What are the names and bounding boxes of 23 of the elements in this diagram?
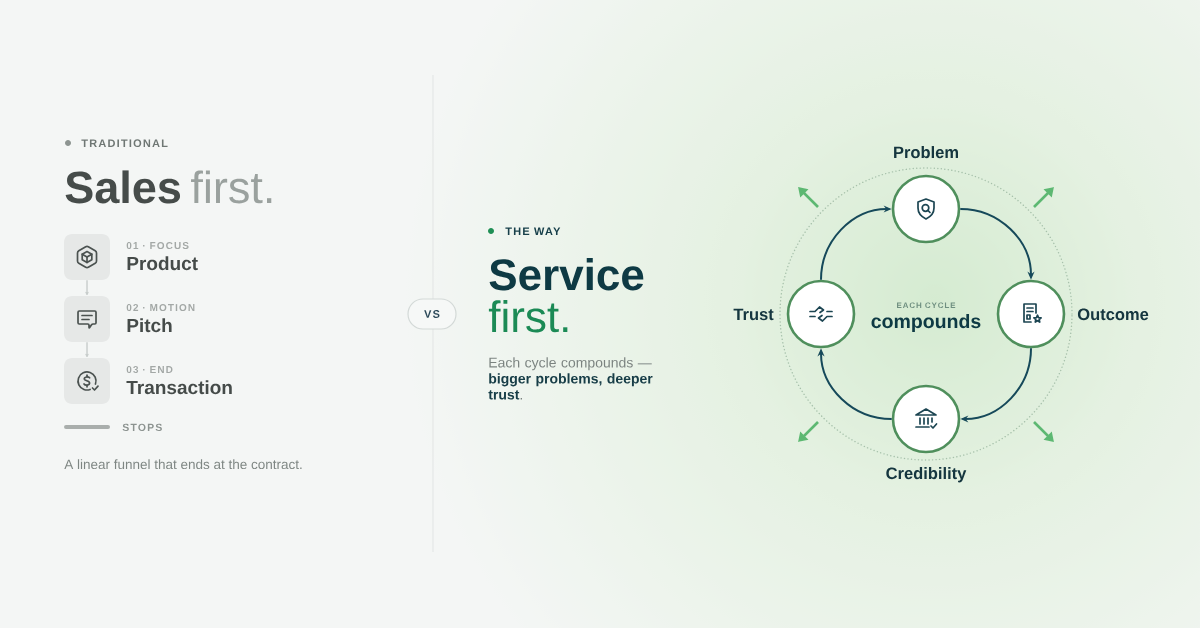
- heading: Service: [489, 258, 644, 291]
- heading: first.: [191, 170, 272, 204]
- step-number: 03 · END: [126, 366, 173, 374]
- description: A linear funnel that ends at the contract.: [64, 459, 302, 470]
- center-caption: EACH CYCLE: [897, 302, 956, 309]
- stage-label: Trust: [733, 308, 774, 321]
- heading: Sales: [65, 170, 181, 204]
- center-title: compounds: [871, 313, 981, 333]
- arrow: [85, 341, 89, 358]
- description: Each cycle compounds — bigger problems, deeper trust.: [488, 357, 653, 400]
- stop-label: STOPS: [122, 423, 162, 432]
- step-number: 02 · MOTION: [126, 304, 195, 312]
- stage-label: Outcome: [1077, 308, 1149, 321]
- eyebrow-label: TRADITIONAL: [81, 139, 168, 148]
- arrow: [85, 279, 89, 296]
- step-number: 01 · FOCUS: [126, 242, 189, 250]
- step-name: Pitch: [127, 318, 172, 333]
- stage-label: Credibility: [886, 467, 967, 483]
- step-name: Transaction: [126, 380, 232, 395]
- stage-label: Problem: [894, 146, 958, 159]
- heading: first.: [488, 300, 568, 333]
- eyebrow-label: THE WAY: [505, 227, 561, 235]
- step-name: Product: [127, 256, 198, 271]
